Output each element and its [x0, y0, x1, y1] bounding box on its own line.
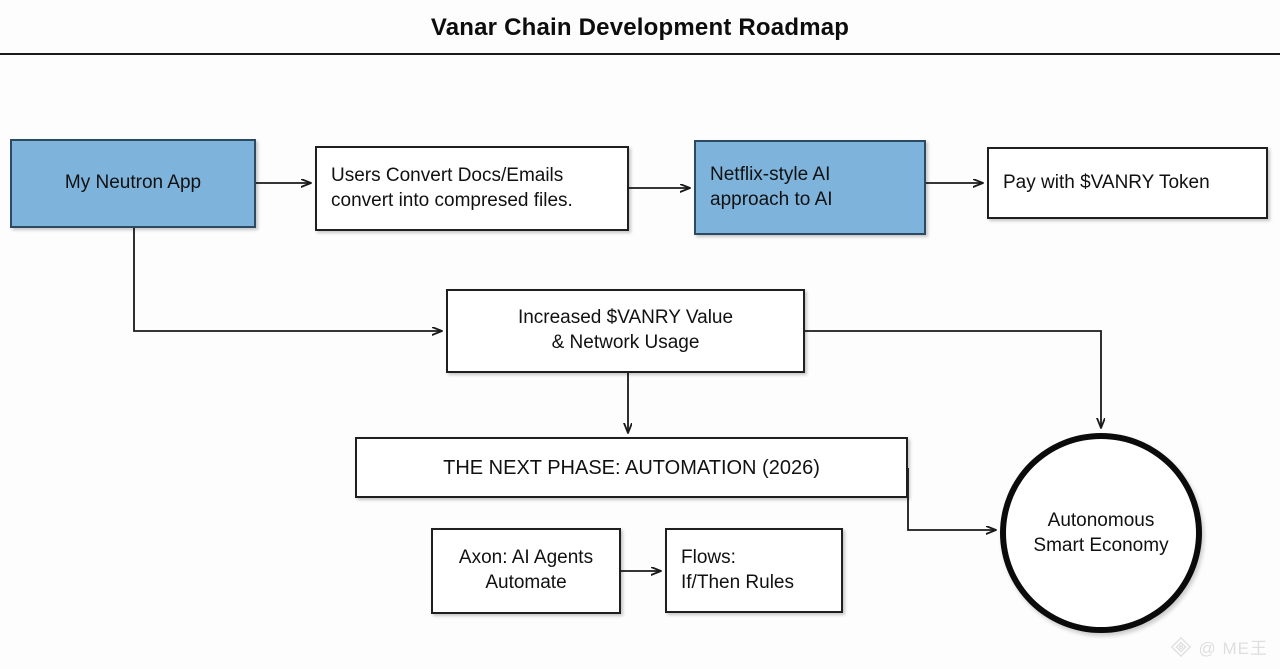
node-flows-if-then-rules[interactable]: Flows: If/Then Rules — [665, 528, 843, 613]
edge-value-to-circle — [805, 330, 1101, 427]
node-label: Users Convert Docs/Emails convert into c… — [331, 164, 573, 211]
title-divider — [0, 53, 1280, 55]
node-label: Increased $VANRY Value & Network Usage — [517, 307, 734, 353]
watermark: @ ME王 — [1170, 634, 1268, 659]
node-axon-ai-agents[interactable]: Axon: AI Agents Automate — [431, 528, 621, 614]
node-pay-with-vanry-token[interactable]: Pay with $VANRY Token — [987, 147, 1268, 219]
node-autonomous-smart-economy[interactable]: Autonomous Smart Economy — [1000, 433, 1202, 633]
diamond-logo-icon — [1170, 636, 1191, 657]
node-label: Axon: AI Agents Automate — [458, 547, 594, 593]
node-label: My Neutron App — [64, 172, 202, 194]
watermark-text: @ ME王 — [1198, 639, 1268, 658]
node-label: Netflix-style AI approach to AI — [710, 163, 833, 210]
node-label: Flows: If/Then Rules — [681, 546, 794, 593]
node-next-phase-automation[interactable]: THE NEXT PHASE: AUTOMATION (2026) — [355, 437, 908, 498]
node-label: Pay with $VANRY Token — [1003, 171, 1210, 193]
node-label: THE NEXT PHASE: AUTOMATION (2026) — [443, 456, 820, 479]
node-my-neutron-app[interactable]: My Neutron App — [10, 139, 256, 228]
edge-neutron-to-value — [133, 228, 441, 331]
node-users-convert-docs[interactable]: Users Convert Docs/Emails convert into c… — [315, 146, 629, 231]
node-label: Autonomous Smart Economy — [1033, 509, 1169, 556]
node-netflix-style-ai[interactable]: Netflix-style AI approach to AI — [694, 140, 926, 235]
page-title: Vanar Chain Development Roadmap — [430, 14, 850, 41]
node-increased-vanry-value[interactable]: Increased $VANRY Value & Network Usage — [446, 289, 805, 373]
edge-nextphase-to-circle — [907, 468, 995, 530]
